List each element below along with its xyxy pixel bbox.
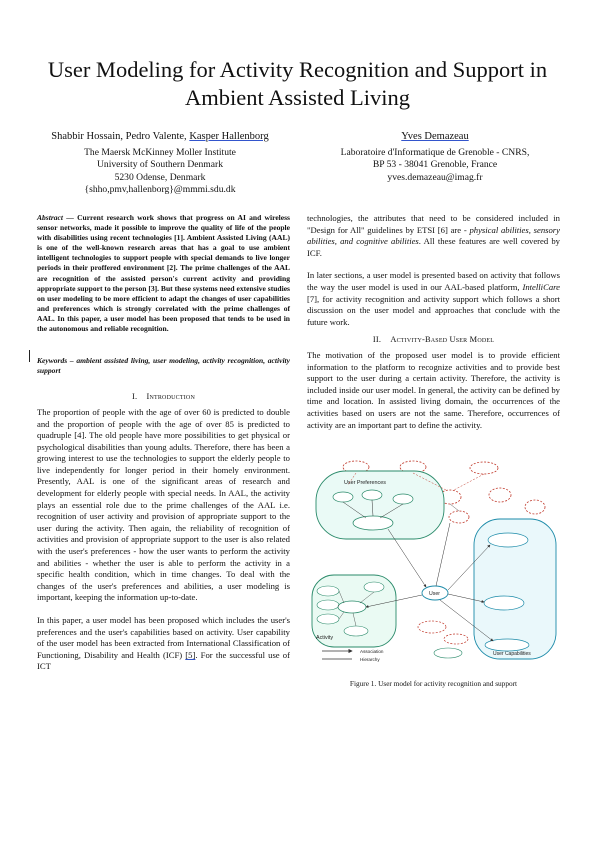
- activity-node: [363, 581, 385, 593]
- figure-caption: Figure 1. User model for activity recogn…: [349, 679, 518, 688]
- capability-node: [487, 532, 529, 548]
- abstract: Abstract — Current research work shows t…: [37, 213, 290, 334]
- capability-node: [433, 647, 463, 659]
- user-model-diagram: User Preferences User Capabilities Activ…: [311, 460, 557, 662]
- section-heading-user-model: II. Activity-Based User Model: [372, 335, 495, 345]
- left-column: Abstract — Current research work shows t…: [37, 213, 290, 673]
- paper-title: User Modeling for Activity Recognition a…: [47, 57, 548, 110]
- author-name-right: Yves Demazeau: [401, 131, 469, 142]
- right-paragraph-3: The motivation of the proposed user mode…: [307, 349, 560, 430]
- author-block-left: Shabbir Hossain, Pedro Valente, Kasper H…: [30, 131, 290, 197]
- preference-node: [361, 489, 383, 501]
- activity-node: [343, 625, 369, 637]
- figure-user-model: User Preferences User Capabilities Activ…: [308, 457, 560, 665]
- attribute-ellipse: [443, 633, 469, 645]
- user-node-label: User: [429, 591, 440, 597]
- affiliation-line: University of Southern Denmark: [96, 159, 224, 171]
- attribute-ellipse: [417, 620, 447, 634]
- attribute-ellipse: [488, 487, 512, 503]
- user-preferences-label: User Preferences: [344, 480, 386, 486]
- preference-node: [392, 493, 414, 505]
- affiliation-line: Laboratoire d'Informatique de Grenoble -…: [340, 146, 530, 158]
- activity-node: [316, 585, 340, 597]
- intro-paragraph-2: In this paper, a user model has been pro…: [37, 615, 290, 672]
- author-email: yves.demazeau@imag.fr: [387, 171, 483, 183]
- user-node: [421, 585, 449, 601]
- preference-node: [352, 515, 394, 531]
- user-capabilities-group: [473, 518, 557, 660]
- right-paragraph-2: In later sections, a user model is prese…: [307, 270, 560, 327]
- keywords: Keywords – ambient assisted living, user…: [37, 356, 290, 376]
- activity-node: [337, 600, 367, 614]
- affiliation-line: 5230 Odense, Denmark: [114, 171, 206, 183]
- author-link[interactable]: Kasper Hallenborg: [189, 131, 269, 142]
- affiliation-line: BP 53 - 38041 Grenoble, France: [372, 159, 498, 171]
- intro-paragraph-1: The proportion of people with the age of…: [37, 406, 290, 603]
- activity-label: Activity: [316, 635, 333, 641]
- legend-hierarchy-label: Hierarchy: [360, 657, 380, 662]
- author-names-left: Shabbir Hossain, Pedro Valente, Kasper H…: [51, 131, 269, 142]
- author-email: {shho,pmv,hallenborg}@mmmi.sdu.dk: [84, 184, 236, 196]
- activity-node: [316, 599, 340, 611]
- preference-node: [332, 491, 354, 503]
- capability-node: [483, 595, 525, 611]
- capability-node: [484, 638, 530, 652]
- legend-association-label: Association: [360, 649, 384, 654]
- affiliation-line: The Maersk McKinney Moller Institute: [84, 146, 236, 158]
- attribute-ellipse: [448, 510, 470, 524]
- right-column: technologies, the attributes that need t…: [307, 213, 560, 431]
- attribute-ellipse: [524, 499, 546, 515]
- citation-link[interactable]: [5]: [185, 649, 196, 660]
- right-paragraph-1: technologies, the attributes that need t…: [307, 213, 560, 258]
- user-capabilities-label: User Capabilities: [493, 651, 531, 657]
- activity-node: [316, 613, 340, 625]
- attribute-ellipse: [469, 461, 499, 475]
- margin-mark: [29, 350, 30, 362]
- section-heading-introduction: I. Introduction: [131, 392, 195, 402]
- author-block-right: Yves Demazeau Laboratoire d'Informatique…: [305, 131, 565, 184]
- user-preferences-group: [315, 470, 445, 540]
